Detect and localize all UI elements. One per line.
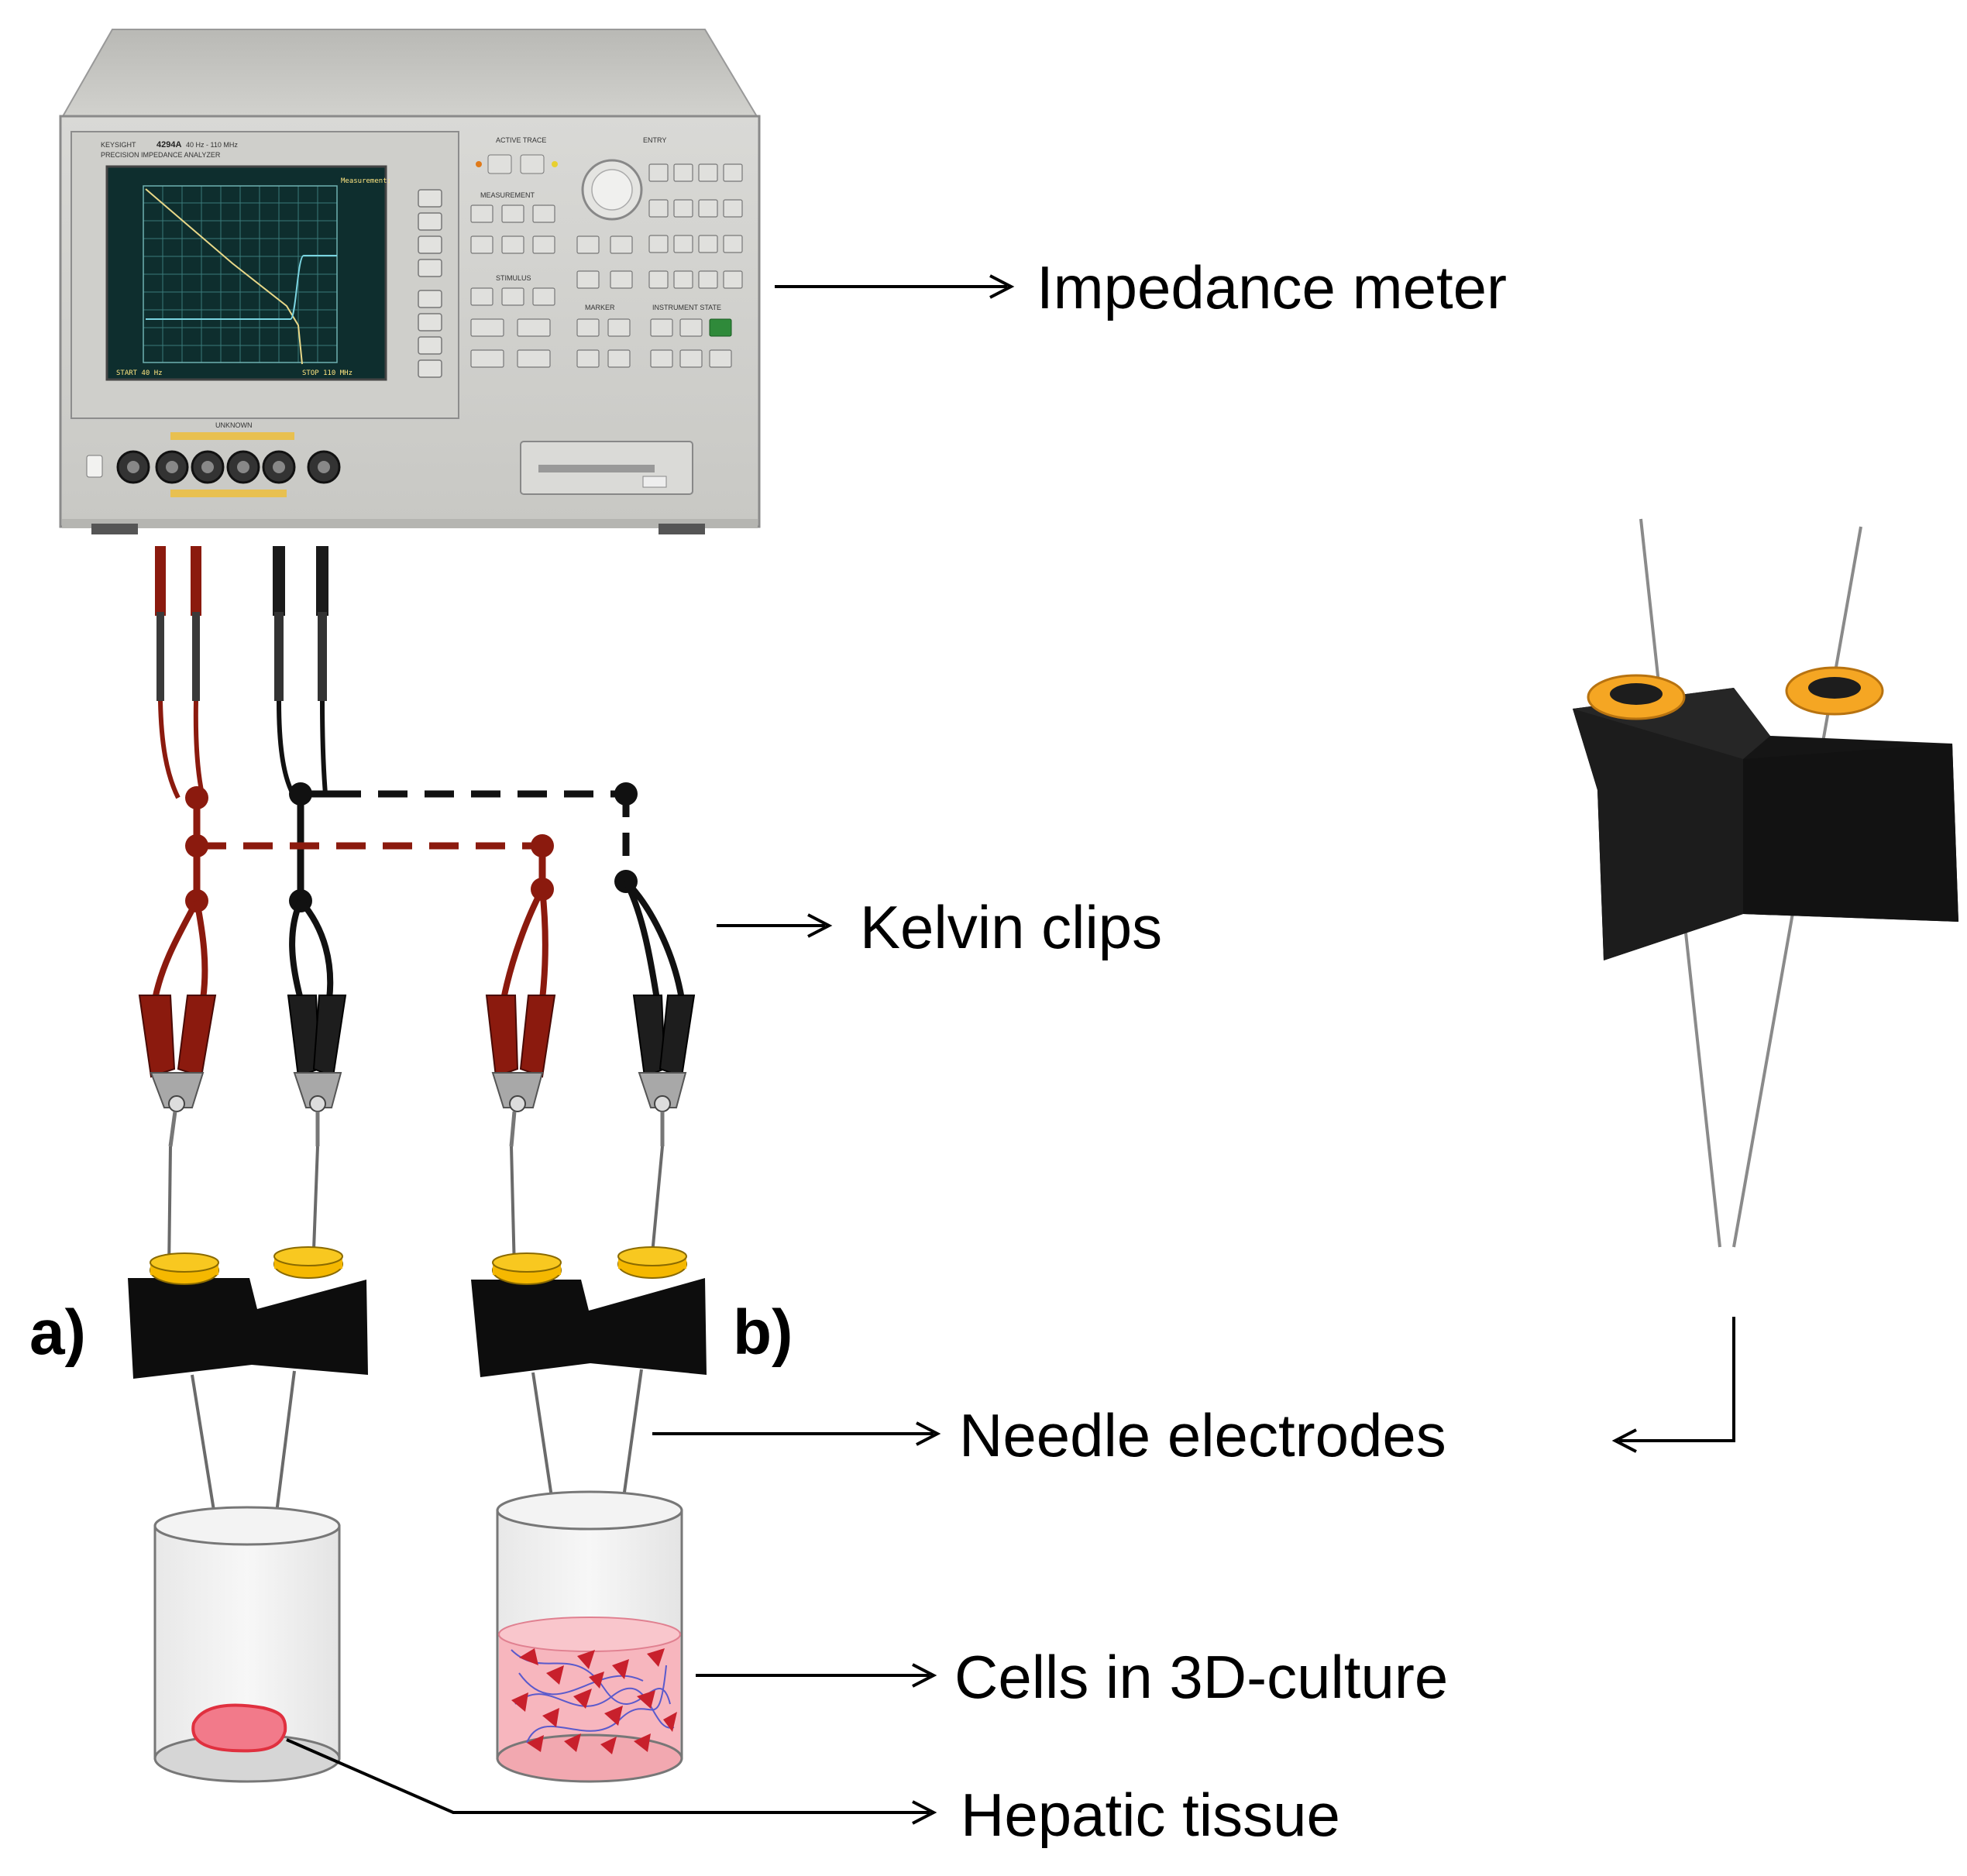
electrode-photo bbox=[1573, 518, 1958, 1248]
phase-trace bbox=[146, 255, 337, 320]
kelvin-clip-red-a bbox=[138, 899, 217, 1147]
impedance-meter: KEYSIGHT 4294A 40 Hz - 110 MHz PRECISION… bbox=[59, 29, 761, 534]
red-test-leads bbox=[155, 546, 205, 799]
analyzer-screen bbox=[105, 165, 387, 381]
annotation-arrows bbox=[286, 274, 1735, 1825]
label-hepatic-tissue: Hepatic tissue bbox=[961, 1781, 1340, 1849]
active-trace-label: ACTIVE TRACE bbox=[496, 136, 546, 144]
screen-measurement-label: Measurement: bbox=[341, 177, 391, 185]
measurement-section-label: MEASUREMENT bbox=[480, 191, 535, 199]
trace-b-button[interactable] bbox=[520, 154, 545, 174]
entry-section-label: ENTRY bbox=[643, 136, 666, 144]
collagen-fibers bbox=[511, 1649, 675, 1744]
panel-label-b: b) bbox=[733, 1297, 793, 1368]
label-needle-electrodes: Needle electrodes bbox=[959, 1401, 1446, 1469]
impedance-trace bbox=[145, 188, 303, 365]
label-impedance-meter: Impedance meter bbox=[1037, 253, 1507, 321]
panel-label-a: a) bbox=[29, 1297, 86, 1368]
bnc-connectors[interactable] bbox=[116, 450, 341, 484]
numeric-keypad[interactable] bbox=[576, 163, 743, 289]
softkeys[interactable] bbox=[418, 189, 442, 378]
brand-label: KEYSIGHT bbox=[101, 141, 136, 149]
marker-section-label: MARKER bbox=[585, 304, 615, 311]
preset-button[interactable] bbox=[709, 318, 732, 337]
black-test-leads bbox=[273, 546, 328, 795]
hepatic-tissue-sample bbox=[191, 1703, 287, 1753]
beaker-hepatic-tissue bbox=[153, 1506, 341, 1783]
beaker-3d-culture bbox=[496, 1490, 683, 1783]
instrument-state-label: INSTRUMENT STATE bbox=[652, 304, 721, 311]
kelvin-clip-black-b bbox=[623, 879, 696, 1146]
label-cells-3d-culture: Cells in 3D-culture bbox=[954, 1643, 1448, 1711]
range-label: 40 Hz - 110 MHz bbox=[186, 141, 238, 149]
wiring-network bbox=[185, 782, 638, 912]
unknown-label: UNKNOWN bbox=[215, 421, 253, 429]
kelvin-clip-red-b bbox=[485, 888, 556, 1147]
label-kelvin-clips: Kelvin clips bbox=[860, 893, 1162, 961]
trace-a-button[interactable] bbox=[487, 154, 512, 174]
cell-cluster bbox=[511, 1648, 677, 1754]
screen-stop-label: STOP 110 MHz bbox=[302, 369, 352, 377]
screen-start-label: START 40 Hz bbox=[116, 369, 163, 377]
model-label: 4294A bbox=[156, 140, 181, 149]
stimulus-section-label: STIMULUS bbox=[496, 274, 531, 282]
function-keys[interactable] bbox=[470, 204, 732, 368]
electrode-holder-b bbox=[471, 1146, 707, 1705]
kelvin-clip-black-a bbox=[287, 898, 347, 1146]
subtitle-label: PRECISION IMPEDANCE ANALYZER bbox=[101, 151, 221, 159]
